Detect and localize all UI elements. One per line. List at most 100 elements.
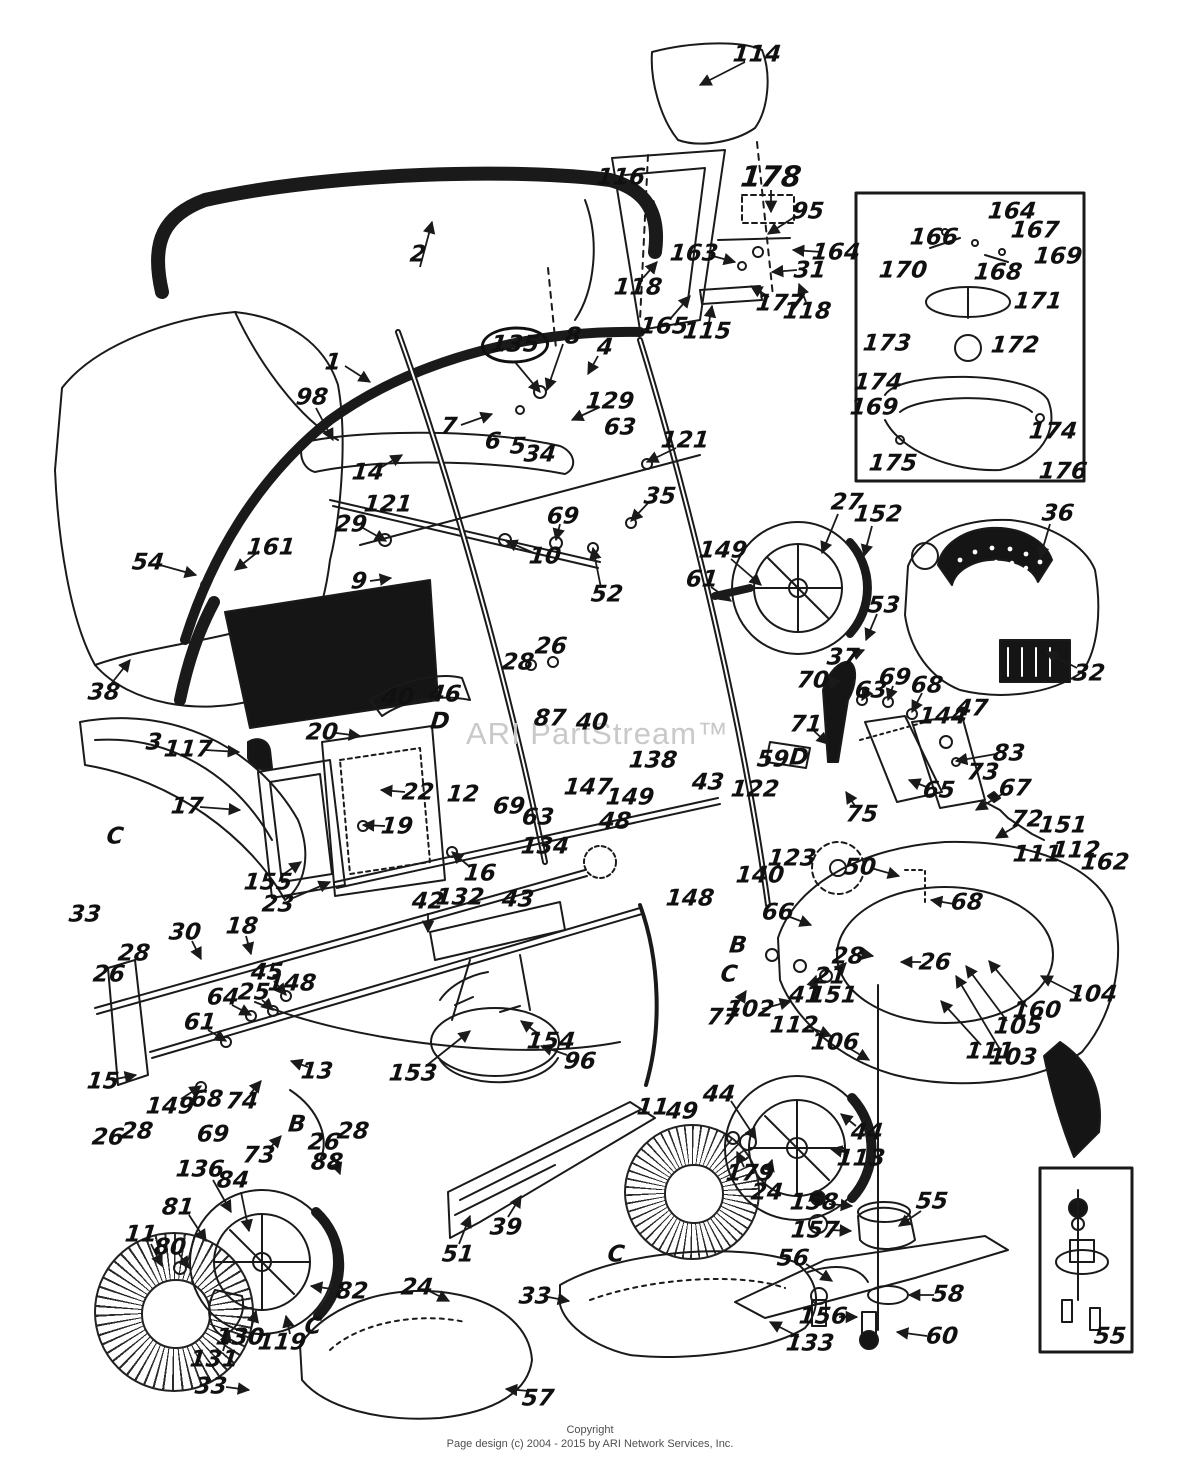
part-label-69: 69 [545,503,581,530]
part-label-44: 44 [701,1081,737,1108]
inset-box-spindle [1038,1166,1134,1354]
part-label-161: 161 [245,534,297,561]
part-label-157: 157 [789,1217,841,1244]
part-label-58: 58 [930,1281,966,1308]
part-label-132: 132 [434,884,486,911]
part-label-23: 23 [260,891,296,918]
hubcap-disk-left [94,1232,254,1392]
part-label-24: 24 [399,1274,435,1301]
part-label-67: 67 [997,775,1033,802]
part-label-176: 176 [1037,458,1089,485]
part-label-60: 60 [924,1323,960,1350]
part-label-46: 46 [427,681,463,708]
part-label-26: 26 [91,961,127,988]
part-label-7: 7 [439,413,459,440]
part-label-113: 113 [835,1145,887,1172]
part-label-152: 152 [852,501,904,528]
part-label-55: 55 [914,1188,950,1215]
part-label-69: 69 [491,793,527,820]
part-label-81: 81 [160,1194,196,1221]
part-label-96: 96 [562,1048,598,1075]
part-label-117: 117 [162,736,214,763]
part-label-6: 6 [483,428,503,455]
part-label-68: 68 [949,889,985,916]
part-label-51: 51 [440,1241,476,1268]
part-label-133: 133 [784,1330,836,1357]
part-label-48: 48 [597,808,633,835]
part-label-C: C [303,1313,323,1340]
part-label-9: 9 [349,568,369,595]
part-label-75: 75 [844,801,880,828]
part-label-178: 178 [738,159,804,194]
part-label-169: 169 [1032,243,1084,270]
part-label-74: 74 [224,1088,260,1115]
part-label-17: 17 [169,793,205,820]
part-label-95: 95 [790,198,826,225]
part-label-129: 129 [584,388,636,415]
part-label-B: B [286,1111,308,1138]
part-label-4: 4 [595,334,615,361]
part-label-32: 32 [1071,660,1107,687]
part-label-B: B [727,932,749,959]
part-label-172: 172 [989,332,1041,359]
part-label-C: C [105,823,125,850]
blade-assembly [734,984,1009,1350]
part-label-102: 102 [724,996,776,1023]
part-label-43: 43 [500,886,536,913]
part-label-98: 98 [294,384,330,411]
part-label-20: 20 [304,719,340,746]
part-label-14: 14 [350,459,386,486]
part-label-18: 18 [224,913,260,940]
part-label-170: 170 [877,257,929,284]
part-label-49: 49 [664,1098,700,1125]
footer-line1: Copyright [566,1424,614,1436]
part-label-12: 12 [445,781,481,808]
part-label-119: 119 [256,1329,308,1356]
part-label-169: 169 [848,394,900,421]
part-label-31: 31 [792,257,828,284]
part-label-66: 66 [760,899,796,926]
part-label-87: 87 [532,705,568,732]
part-label-C: C [606,1241,626,1268]
part-label-84: 84 [215,1167,251,1194]
part-label-37: 37 [825,644,861,671]
part-label-174: 174 [852,369,904,396]
part-label-56: 56 [775,1245,811,1272]
part-label-82: 82 [334,1278,370,1305]
left-wheel [173,1189,345,1337]
hubcap-disk-center [624,1124,760,1260]
part-label-68: 68 [189,1086,225,1113]
chute-and-bracket [574,42,795,331]
inset-box-blower [854,191,1086,483]
part-label-149: 149 [697,537,749,564]
leader-lines [110,61,1081,1397]
part-label-70: 70 [795,667,831,694]
part-label-55: 55 [1092,1323,1128,1350]
part-label-118: 118 [781,298,833,325]
part-label-168: 168 [972,259,1024,286]
part-label-28: 28 [119,1118,155,1145]
part-label-16: 16 [462,860,498,887]
part-label-149: 149 [144,1093,196,1120]
part-label-34: 34 [522,441,558,468]
part-label-162: 162 [1079,849,1131,876]
bottom-covers [299,1250,869,1420]
part-label-1: 1 [323,349,343,376]
part-label-71: 71 [788,711,824,738]
part-label-153: 153 [387,1060,439,1087]
part-label-118: 118 [612,274,664,301]
part-label-116: 116 [595,164,647,191]
watermark: ARI PartStream™ [466,716,730,751]
part-label-175: 175 [867,450,919,477]
part-label-33: 33 [517,1283,553,1310]
part-label-C: C [719,961,739,988]
part-label-D: D [429,708,451,735]
hubcap-center-hole [664,1164,724,1224]
lower-handle-tube [180,326,645,645]
part-label-59: 59 [755,746,791,773]
part-label-115: 115 [681,318,733,345]
part-label-151: 151 [1037,812,1089,839]
part-label-80: 80 [152,1234,188,1261]
